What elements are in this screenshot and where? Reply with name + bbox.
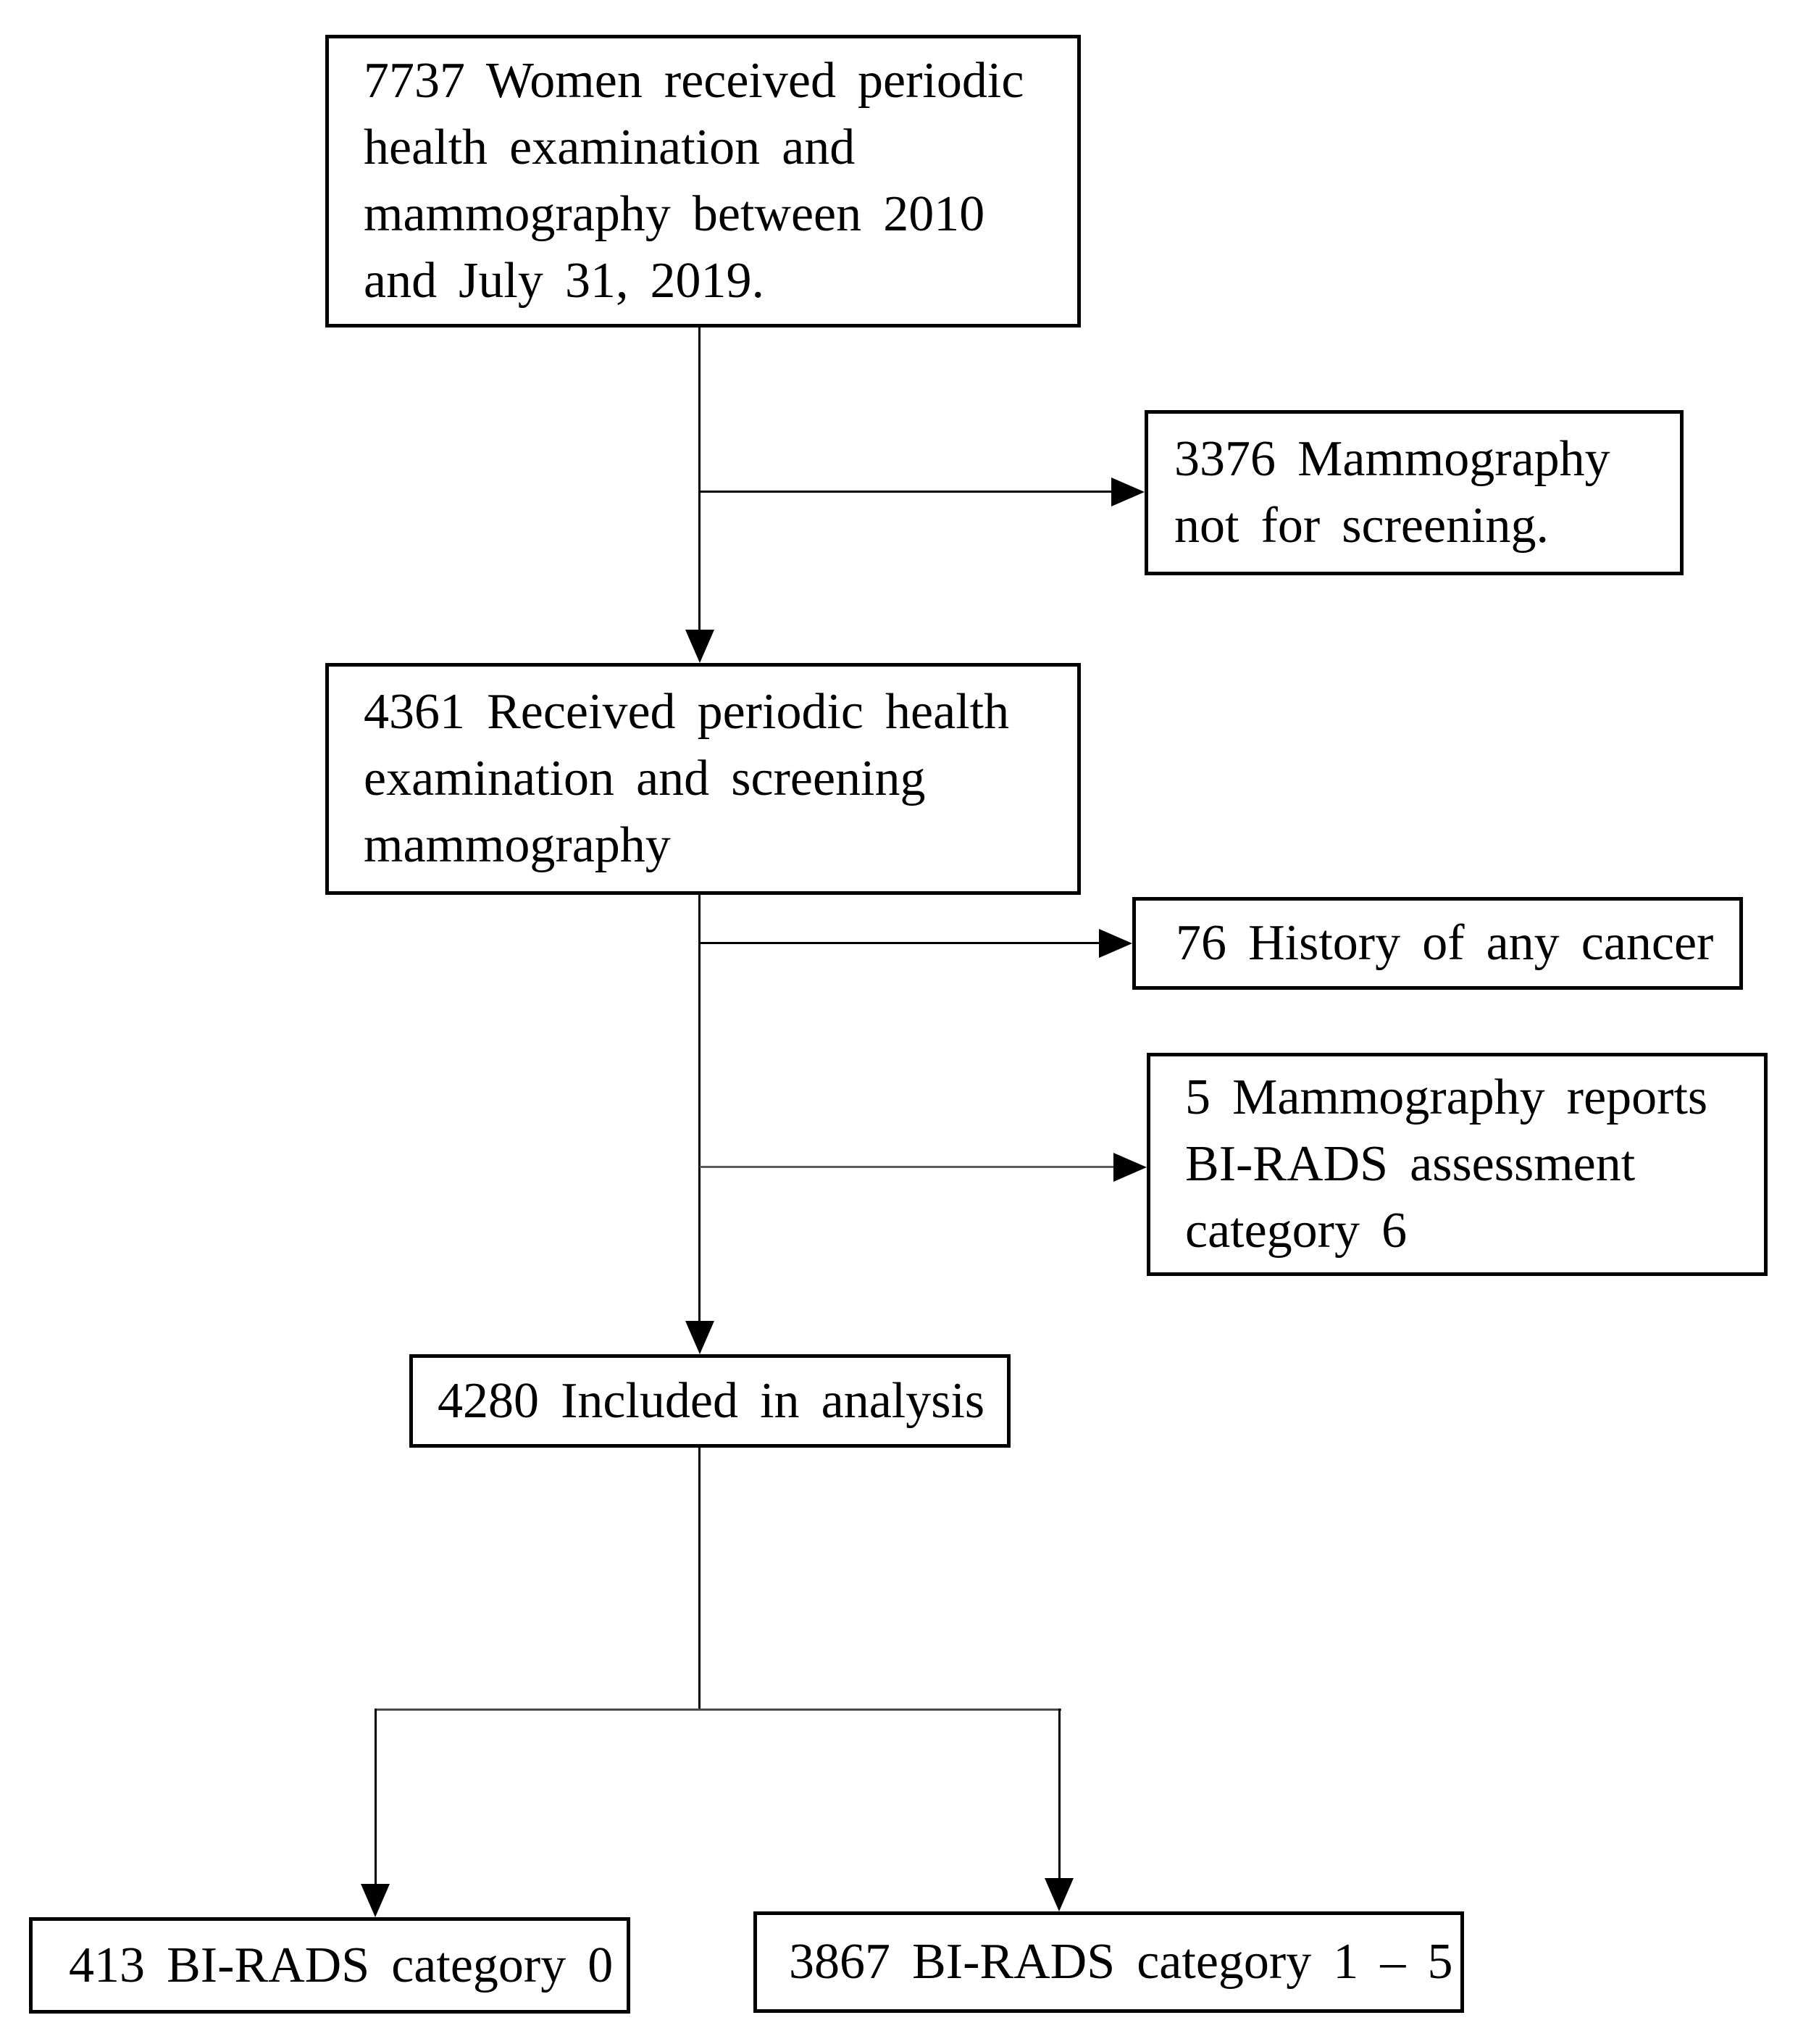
- box-periodic-exam-total: 7737 Women received periodic health exam…: [325, 35, 1081, 328]
- arrowhead-down-icon: [685, 630, 714, 663]
- box-birads-category-0-text: 413 BI-RADS category 0: [69, 1937, 614, 1993]
- connector-split-to-birads-0: [375, 1709, 377, 1886]
- box-periodic-exam-total-text: 7737 Women received periodic health exam…: [364, 53, 1024, 309]
- connector-branch-history-cancer: [700, 942, 1100, 944]
- arrowhead-right-icon: [1113, 1153, 1147, 1182]
- box-birads-category-0: 413 BI-RADS category 0: [29, 1917, 630, 2014]
- box-included-in-analysis-text: 4280 Included in analysis: [438, 1372, 985, 1429]
- box-history-of-any-cancer-text: 76 History of any cancer: [1176, 915, 1714, 971]
- box-birads-category-1-5-text: 3867 BI-RADS category 1 – 5: [789, 1934, 1453, 1990]
- box-screening-mammography-cohort: 4361 Received periodic health examinatio…: [325, 663, 1081, 895]
- box-birads-assessment-category-6-text: 5 Mammography reports BI-RADS assessment…: [1185, 1069, 1708, 1259]
- connector-split-to-birads-1-5: [1058, 1709, 1061, 1880]
- box-birads-assessment-category-6: 5 Mammography reports BI-RADS assessment…: [1147, 1053, 1768, 1276]
- arrowhead-down-icon: [685, 1321, 714, 1354]
- box-mammography-not-for-screening-text: 3376 Mammography not for screening.: [1174, 431, 1610, 554]
- arrowhead-right-icon: [1099, 929, 1132, 958]
- box-birads-category-1-5: 3867 BI-RADS category 1 – 5: [753, 1911, 1464, 2013]
- box-included-in-analysis: 4280 Included in analysis: [409, 1354, 1011, 1448]
- arrowhead-down-icon: [1045, 1878, 1074, 1911]
- connector-cohort-to-analysis: [698, 895, 701, 1322]
- connector-split-bar: [375, 1709, 1061, 1711]
- box-history-of-any-cancer: 76 History of any cancer: [1132, 897, 1743, 990]
- box-screening-mammography-cohort-text: 4361 Received periodic health examinatio…: [364, 684, 1010, 873]
- box-mammography-not-for-screening: 3376 Mammography not for screening.: [1145, 410, 1684, 575]
- arrowhead-right-icon: [1111, 477, 1145, 506]
- arrowhead-down-icon: [361, 1884, 390, 1917]
- connector-branch-not-for-screening: [700, 491, 1113, 493]
- connector-analysis-to-split: [698, 1448, 701, 1711]
- connector-branch-birads-6: [700, 1166, 1115, 1168]
- connector-total-to-cohort: [698, 328, 701, 630]
